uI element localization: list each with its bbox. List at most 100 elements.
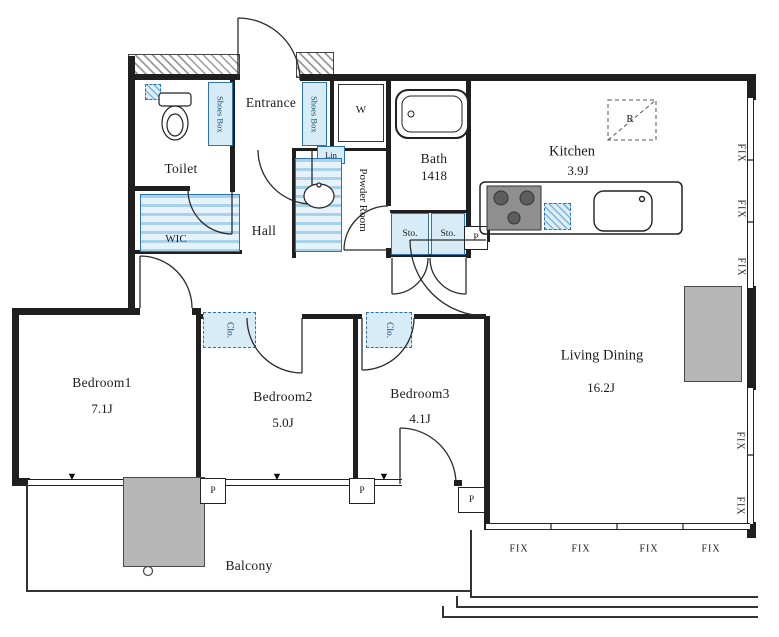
wall-bath-left-stub <box>386 248 391 258</box>
wall-top <box>300 74 754 81</box>
stove <box>486 185 542 231</box>
bedroom1-label: Bedroom1 <box>72 375 132 390</box>
wall-wic-bottom <box>128 250 242 254</box>
hall-label: Hall <box>251 223 277 238</box>
shaft-right <box>684 286 742 382</box>
balcony-edge-bottom <box>26 590 472 592</box>
terrace-step-2h <box>456 606 758 608</box>
wall-right-top <box>747 74 756 100</box>
terrace-step-3h <box>442 616 758 618</box>
fix-label-right-4: FIX <box>734 431 746 451</box>
washer-label: W <box>355 104 367 116</box>
bedroom2-size-label: 5.0J <box>272 415 294 430</box>
shoes-box-right-label: Shoes Box <box>309 95 320 133</box>
storage-door-right <box>429 257 467 295</box>
wall-top-left <box>128 74 240 80</box>
bath-size-label: 1418 <box>421 168 447 183</box>
fix-label-bottom-2: FIX <box>571 543 591 555</box>
window-living-dining <box>486 523 750 530</box>
powder-room-label: Powder Room <box>357 168 369 232</box>
kitchen-sink <box>593 190 653 232</box>
bath-tub <box>395 89 469 139</box>
fix-label-right-3: FIX <box>735 257 747 277</box>
fix-label-right-2: FIX <box>735 199 747 219</box>
bath-label: Bath <box>420 151 448 166</box>
wall-corner-bl <box>12 478 30 486</box>
shoes-box-right: Shoes Box <box>302 82 327 146</box>
wall-hatch-entrance-right <box>296 52 334 78</box>
wall-ld-left <box>484 316 490 530</box>
refrigerator-space <box>607 99 657 141</box>
wall-toilet-bottom <box>128 186 190 191</box>
balcony-edge-right <box>470 530 472 592</box>
fix-label-bottom-1: FIX <box>509 543 529 555</box>
window-marker-bd1: ▼ <box>66 471 78 483</box>
pipe-space-bd2-label: P <box>359 486 365 496</box>
wic-label: WIC <box>165 233 187 245</box>
window-right-lower <box>747 388 754 524</box>
door-swing-arcs <box>139 17 487 485</box>
wall-jog <box>12 308 140 315</box>
terrace-step-1v <box>470 590 472 598</box>
storage-door-left <box>391 257 429 295</box>
entrance-label: Entrance <box>245 95 297 110</box>
balcony-door <box>399 427 457 485</box>
wall-right-mid <box>747 286 756 390</box>
bedroom3-label: Bedroom3 <box>390 386 450 401</box>
window-marker-bd2: ▼ <box>271 471 283 483</box>
kitchen-size-label: 3.9J <box>567 163 589 178</box>
storage-box-2: Sto. <box>431 213 465 255</box>
vanity-sink <box>303 182 335 209</box>
wall-left-upper <box>128 56 135 312</box>
fix-label-right-1: FIX <box>735 143 747 163</box>
bath-door <box>343 205 389 251</box>
bedroom3-size-label: 4.1J <box>409 411 431 426</box>
fix-label-bottom-4: FIX <box>701 543 721 555</box>
closet-bedroom2-label: Clo. <box>224 321 235 339</box>
toilet-fixture <box>158 92 192 141</box>
living-dining-door <box>409 239 487 317</box>
toilet-hatch-box <box>145 84 161 100</box>
fix-label-right-5: FIX <box>734 496 746 516</box>
wall-bd2-bd3 <box>353 318 358 484</box>
pipe-space-bd1-label: P <box>210 486 216 496</box>
entrance-door <box>237 17 301 81</box>
window-bedroom3 <box>374 479 402 486</box>
wall-bath-left-upper <box>386 74 391 206</box>
shoes-box-left: Shoes Box <box>208 82 233 146</box>
balcony-drain <box>142 565 154 577</box>
window-marker-bd3: ▼ <box>378 471 390 483</box>
window-bedroom1 <box>28 479 123 486</box>
linen-label: Lin <box>325 150 337 160</box>
storage-2-label: Sto. <box>440 229 456 239</box>
living-dining-size-label: 16.2J <box>587 380 615 395</box>
terrace-step-2v <box>456 596 458 608</box>
terrace-step-1h <box>470 596 758 598</box>
washer-space <box>338 84 384 142</box>
kitchen-label: Kitchen <box>549 143 595 160</box>
pipe-space-kitchen: P <box>464 226 488 250</box>
wall-bd1-jamb <box>192 308 201 315</box>
kitchen-counter <box>479 181 683 235</box>
wall-shoesbox-right <box>330 74 334 166</box>
toilet-label: Toilet <box>164 161 198 176</box>
wall-powder-left <box>292 148 296 258</box>
wall-bedrooms-top-3 <box>414 314 486 319</box>
wall-storage-bottom <box>390 254 468 257</box>
wall-bath-kitchen <box>466 74 471 258</box>
wall-right-bottom <box>747 522 756 538</box>
bedroom1-door <box>139 255 193 309</box>
wall-balcony-door-jamb <box>454 480 462 486</box>
closet-bedroom3-label: Clo. <box>384 321 394 339</box>
closet-bedroom3: Clo. <box>366 312 412 348</box>
refrigerator-label: R <box>626 113 634 125</box>
wall-left-lower <box>12 308 19 484</box>
kitchen-hatch-box <box>544 203 571 230</box>
pipe-space-kitchen-label: P <box>473 233 479 243</box>
window-ticks <box>550 159 754 530</box>
pipe-space-bd2: P <box>349 478 375 504</box>
living-dining-label: Living Dining <box>560 347 644 364</box>
toilet-door <box>187 189 233 235</box>
